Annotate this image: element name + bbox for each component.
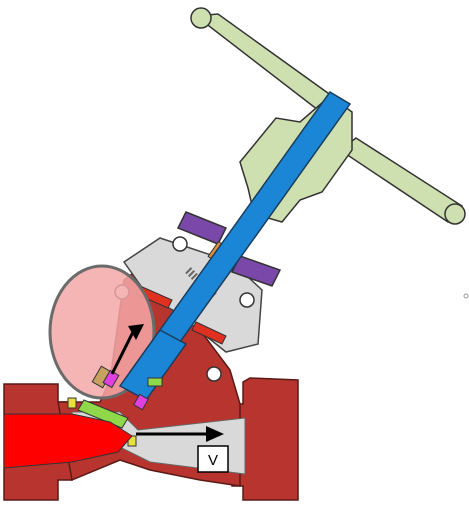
disc-assembly bbox=[67, 365, 163, 447]
handwheel-knob bbox=[444, 203, 466, 225]
handwheel-spoke bbox=[194, 13, 334, 111]
bonnet-bolt bbox=[239, 292, 255, 308]
inlet-flow bbox=[3, 413, 133, 469]
edge-marker bbox=[463, 293, 469, 299]
flow-arrow bbox=[110, 324, 144, 375]
bonnet-bolt bbox=[172, 236, 188, 252]
bonnet-gasket bbox=[191, 321, 227, 345]
handwheel-spoke bbox=[338, 137, 464, 223]
highlight-circle bbox=[48, 264, 156, 400]
handwheel-knob bbox=[190, 7, 212, 29]
velocity-label-box bbox=[197, 445, 229, 473]
velocity-label: V bbox=[208, 452, 218, 469]
outlet-velocity-arrow bbox=[136, 426, 224, 442]
bonnet-bolt bbox=[206, 366, 222, 382]
